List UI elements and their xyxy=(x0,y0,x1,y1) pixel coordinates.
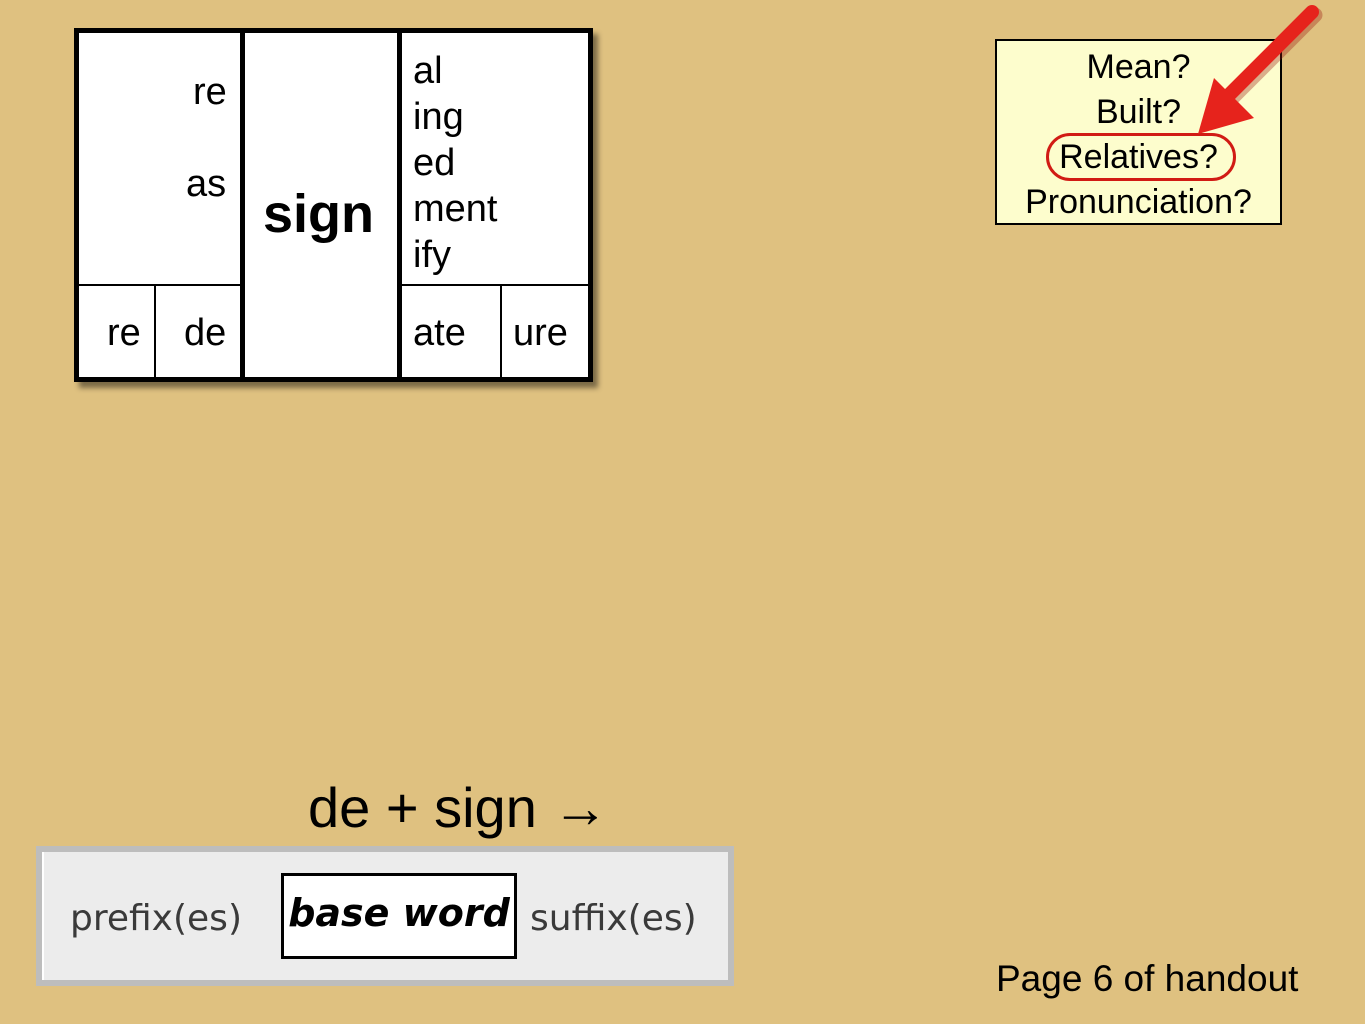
matrix-divider xyxy=(402,284,588,286)
matrix-divider xyxy=(397,33,402,377)
suffix-ing: ing xyxy=(413,96,464,138)
prefix-re: re xyxy=(193,71,227,113)
base-word: sign xyxy=(263,184,375,244)
pointer-arrow-icon xyxy=(1198,5,1323,134)
legend-panel: prefix(es) base word suffix(es) xyxy=(42,852,728,980)
question-pronunciation: Pronunciation? xyxy=(1025,183,1252,221)
suffix-ure: ure xyxy=(513,312,568,354)
word-matrix: re as re de sign al ing ed ment ify ate … xyxy=(74,28,593,382)
suffix-ify: ify xyxy=(413,234,451,276)
legend-prefix-label: prefix(es) xyxy=(70,898,242,939)
matrix-legend: prefix(es) base word suffix(es) xyxy=(36,846,734,986)
questions-box: Mean? Built? Relatives? Pronunciation? xyxy=(995,39,1282,225)
matrix-divider xyxy=(500,286,502,377)
question-relatives: Relatives? xyxy=(1059,138,1218,176)
legend-base-label: base word xyxy=(288,891,510,935)
matrix-divider xyxy=(79,284,240,286)
suffix-ed: ed xyxy=(413,142,456,184)
suffix-ate: ate xyxy=(413,312,466,354)
suffix-al: al xyxy=(413,50,443,92)
equation: de + sign → xyxy=(308,776,609,839)
prefix-as: as xyxy=(186,163,227,205)
question-mean: Mean? xyxy=(1086,48,1191,86)
matrix-divider xyxy=(240,33,245,377)
legend-suffix-label: suffix(es) xyxy=(530,898,697,939)
legend-base-box: base word xyxy=(281,873,517,959)
suffix-ment: ment xyxy=(413,188,498,230)
question-built: Built? xyxy=(1095,93,1182,131)
prefix-re-bottom: re xyxy=(107,312,141,354)
prefix-de: de xyxy=(184,312,227,354)
highlight-circle xyxy=(1046,133,1236,181)
matrix-divider xyxy=(154,286,156,377)
page-note: Page 6 of handout xyxy=(996,958,1299,999)
